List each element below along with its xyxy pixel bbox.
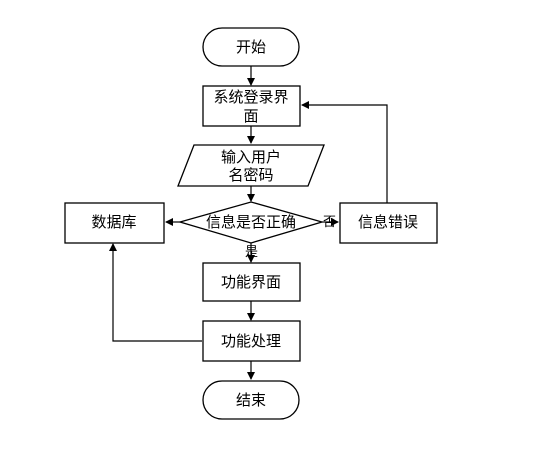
end-node: 结束 [202, 380, 300, 420]
login-label-line2: 面 [243, 107, 258, 125]
error-node: 信息错误 [339, 202, 438, 244]
end-label: 结束 [236, 391, 266, 409]
function-process-label: 功能处理 [221, 332, 281, 350]
decision-node: 信息是否正确 [177, 201, 325, 244]
database-label: 数据库 [91, 213, 136, 231]
input-label-line1: 输入用户 [221, 148, 281, 166]
no-label: 否 [323, 215, 336, 230]
input-node: 输入用户 名密码 [177, 144, 325, 187]
function-ui-label: 功能界面 [221, 273, 281, 291]
function-ui-node: 功能界面 [202, 262, 301, 302]
start-node: 开始 [202, 27, 300, 67]
yes-label: 是 [245, 245, 258, 260]
input-label-line2: 名密码 [228, 166, 273, 184]
edge-error-to-login [301, 101, 388, 203]
edge-process-to-database [109, 243, 202, 342]
edges [109, 66, 388, 380]
error-label: 信息错误 [358, 213, 418, 231]
login-node: 系统登录界 面 [202, 85, 301, 127]
decision-label: 信息是否正确 [206, 213, 296, 231]
login-label-line1: 系统登录界 [213, 88, 288, 106]
database-node: 数据库 [64, 202, 165, 244]
function-process-node: 功能处理 [202, 320, 301, 362]
start-label: 开始 [236, 38, 266, 56]
